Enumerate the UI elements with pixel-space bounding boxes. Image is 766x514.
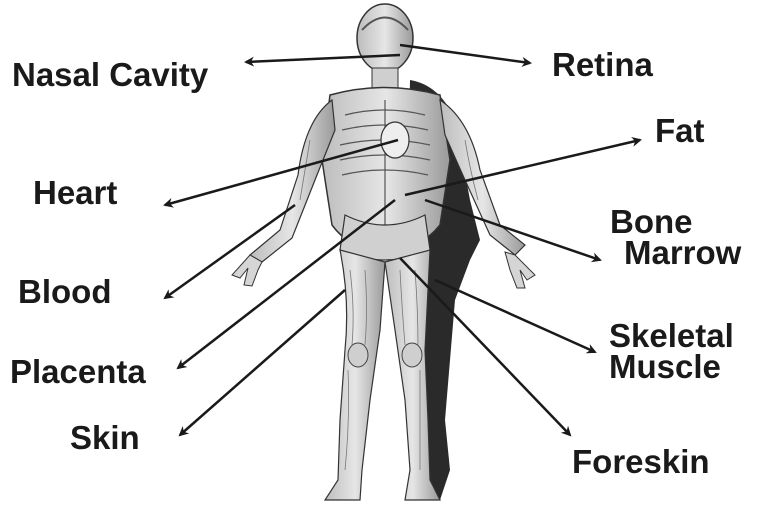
label-skeletal-muscle-line2: Muscle [609,351,734,382]
label-placenta: Placenta [10,355,146,388]
label-bone-marrow-line1: Bone [610,206,741,237]
arrow-retina [400,45,530,63]
label-bone-marrow-line2: Marrow [624,237,741,268]
label-skeletal-muscle: Skeletal Muscle [609,320,734,383]
label-retina: Retina [552,48,653,81]
label-skeletal-muscle-line1: Skeletal [609,320,734,351]
human-anatomy-figure [232,4,535,500]
label-fat: Fat [655,114,705,147]
label-heart: Heart [33,176,117,209]
label-foreskin: Foreskin [572,445,710,478]
label-skin: Skin [70,421,140,454]
label-bone-marrow: Bone Marrow [610,206,741,269]
arrow-skeletal-muscle [435,280,595,352]
label-blood: Blood [18,275,111,308]
arrow-skin [180,290,345,435]
label-nasal-cavity: Nasal Cavity [12,58,208,91]
